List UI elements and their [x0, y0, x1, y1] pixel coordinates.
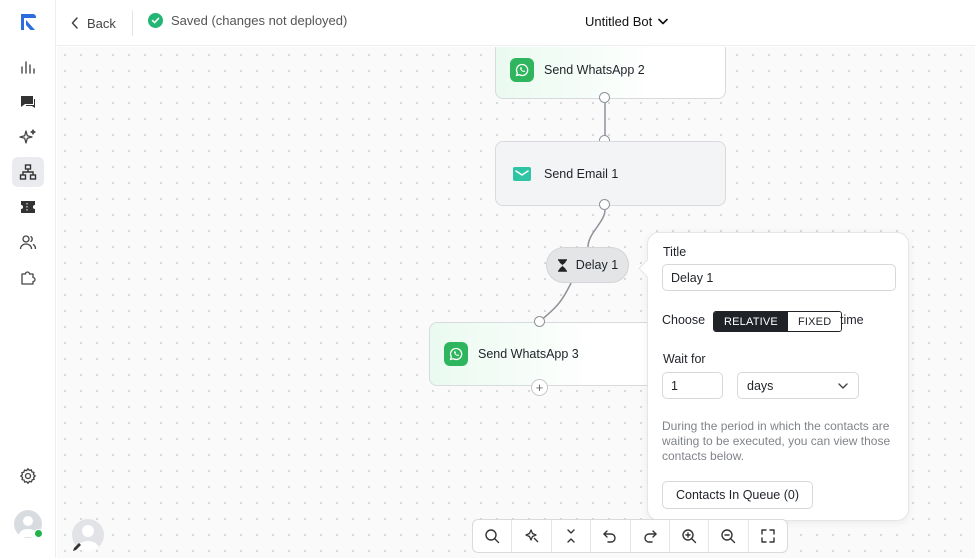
chevron-down-icon: [658, 18, 669, 25]
ticket-icon: [21, 201, 35, 213]
wait-unit-select[interactable]: days: [737, 372, 859, 399]
back-button-label: Back: [87, 15, 116, 31]
node-send-whatsapp-2[interactable]: Send WhatsApp 2: [495, 47, 726, 99]
whatsapp-icon: [510, 58, 534, 82]
help-text: During the period in which the contacts …: [662, 419, 891, 463]
node-label: Send WhatsApp 3: [478, 347, 579, 361]
sidebar-item-tickets[interactable]: [12, 192, 44, 222]
delay-settings-panel: Title Choose RELATIVE FIXED time Wait fo…: [638, 232, 909, 521]
search-button[interactable]: [473, 520, 513, 552]
zoom-out-icon: [721, 529, 736, 544]
search-icon: [485, 529, 500, 544]
top-header: Back Saved (changes not deployed) Untitl…: [57, 0, 975, 46]
chevron-down-icon: [838, 382, 848, 389]
node-send-whatsapp-3[interactable]: Send WhatsApp 3: [429, 322, 669, 386]
zoom-in-button[interactable]: [670, 520, 710, 552]
fullscreen-button[interactable]: [749, 520, 787, 552]
node-output-port[interactable]: [599, 92, 610, 103]
back-button[interactable]: Back: [71, 13, 116, 33]
collapse-icon: [567, 529, 575, 543]
time-mode-toggle: RELATIVE FIXED: [713, 311, 843, 332]
flow-canvas[interactable]: Send WhatsApp 2 Send Email 1 Delay 1 Sen…: [57, 47, 975, 558]
email-icon: [510, 162, 534, 186]
sidebar-item-flows[interactable]: [12, 157, 44, 187]
users-icon: [19, 235, 37, 250]
save-status-text: Saved (changes not deployed): [171, 13, 348, 28]
chevron-left-icon: [71, 17, 78, 29]
pencil-icon: [73, 543, 81, 551]
plus-icon: +: [535, 380, 544, 395]
add-node-button[interactable]: +: [531, 379, 548, 396]
whatsapp-icon: [444, 342, 468, 366]
node-send-email-1[interactable]: Send Email 1: [495, 141, 726, 206]
zoom-out-button[interactable]: [709, 520, 749, 552]
node-label: Delay 1: [575, 258, 619, 272]
online-status-indicator: [34, 529, 43, 538]
gear-icon: [19, 467, 37, 485]
node-output-port[interactable]: [599, 199, 610, 210]
fixed-option[interactable]: FIXED: [787, 312, 842, 331]
node-delay-1[interactable]: Delay 1: [546, 247, 629, 283]
redo-button[interactable]: [631, 520, 670, 552]
undo-icon: [603, 530, 616, 543]
collapse-button[interactable]: [552, 520, 592, 552]
bot-title-dropdown[interactable]: Untitled Bot: [585, 14, 669, 29]
auto-layout-icon: [524, 529, 539, 543]
choose-suffix: time: [840, 313, 864, 327]
auto-layout-button[interactable]: [512, 520, 552, 552]
choose-label: Choose: [662, 313, 706, 327]
sidebar-item-analytics[interactable]: [12, 52, 44, 82]
check-circle-icon: [148, 13, 163, 28]
relative-option[interactable]: RELATIVE: [714, 312, 788, 331]
sparkles-icon: [19, 129, 36, 144]
flow-icon: [19, 164, 37, 180]
sidebar-item-settings[interactable]: [12, 461, 44, 491]
zoom-in-icon: [682, 529, 697, 544]
wait-unit-value: days: [747, 378, 774, 393]
sidebar-item-integrations[interactable]: [12, 262, 44, 292]
chat-icon: [21, 96, 35, 108]
puzzle-icon: [21, 271, 36, 285]
node-input-port[interactable]: [534, 316, 545, 327]
node-label: Send Email 1: [544, 166, 619, 181]
redo-icon: [644, 530, 657, 543]
user-avatar[interactable]: [14, 510, 42, 538]
brand-logo-icon[interactable]: [18, 12, 38, 32]
wait-label: Wait for: [663, 352, 706, 366]
canvas-toolbar: [472, 519, 788, 553]
header-divider: [132, 10, 133, 36]
contacts-in-queue-button[interactable]: Contacts In Queue (0): [662, 481, 813, 509]
undo-button[interactable]: [591, 520, 631, 552]
save-status: Saved (changes not deployed): [148, 13, 347, 28]
title-input[interactable]: [662, 264, 896, 291]
analytics-icon: [21, 61, 35, 74]
sidebar: [0, 0, 56, 558]
wait-amount-input[interactable]: [662, 372, 723, 399]
fullscreen-icon: [761, 529, 775, 543]
sidebar-item-ai[interactable]: [12, 122, 44, 152]
sidebar-item-conversations[interactable]: [12, 87, 44, 117]
title-label: Title: [663, 245, 687, 259]
sidebar-item-contacts[interactable]: [12, 227, 44, 257]
hourglass-icon: [557, 258, 567, 272]
node-label: Send WhatsApp 2: [544, 63, 645, 77]
bot-title: Untitled Bot: [585, 14, 653, 29]
